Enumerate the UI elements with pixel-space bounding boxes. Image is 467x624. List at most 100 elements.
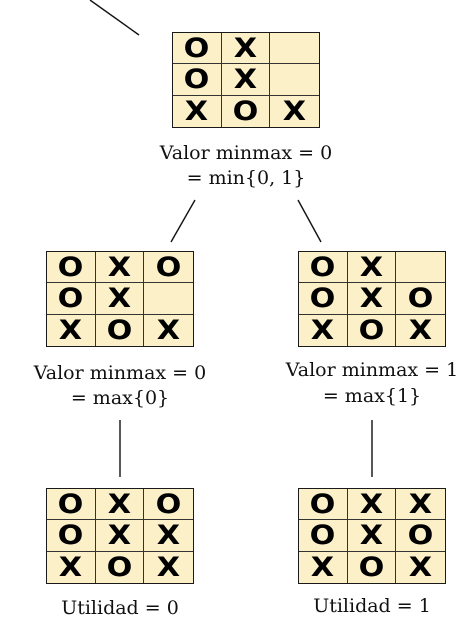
board-cell: O: [299, 282, 348, 315]
edge-root-to-right: [297, 199, 322, 243]
left-leaf-label: Utilidad = 0: [61, 597, 179, 619]
board-cell: X: [47, 551, 96, 583]
board-cell: O: [299, 488, 348, 521]
root-label-value: Valor minmax = 0: [159, 142, 333, 164]
right-leaf-label: Utilidad = 1: [313, 595, 431, 617]
o-mark: O: [106, 314, 133, 346]
board-cell: X: [270, 96, 319, 127]
board-cell: X: [47, 314, 96, 346]
board-cell: X: [95, 282, 145, 315]
o-mark: O: [57, 488, 84, 520]
o-mark: O: [155, 488, 182, 520]
root-label-formula: = min{0, 1}: [186, 167, 306, 189]
board-cell: [144, 283, 193, 315]
board-cell: O: [47, 251, 96, 284]
o-mark: O: [309, 251, 336, 283]
o-mark: O: [407, 282, 434, 314]
x-mark: X: [409, 551, 433, 583]
board-cell: X: [299, 314, 348, 346]
board-cell: X: [347, 251, 397, 284]
board-cell: X: [347, 519, 397, 552]
board-cell: X: [144, 552, 193, 583]
board-cell: X: [144, 520, 193, 552]
left-child-label-formula: = max{0}: [70, 387, 170, 409]
board-cell: O: [348, 314, 397, 346]
x-mark: X: [409, 314, 433, 346]
board-cell: [270, 33, 319, 65]
board-cell: O: [173, 33, 222, 65]
x-mark: X: [311, 314, 335, 346]
o-mark: O: [57, 282, 84, 314]
board-cell: X: [173, 95, 222, 127]
x-mark: X: [409, 488, 433, 520]
x-mark: X: [311, 551, 335, 583]
board-cell: X: [299, 551, 348, 583]
o-mark: O: [309, 488, 336, 520]
board-cell: O: [96, 551, 145, 583]
board-cell: X: [95, 251, 145, 284]
o-mark: O: [106, 551, 133, 583]
edge-from-parent: [89, 0, 140, 36]
x-mark: X: [359, 488, 384, 520]
o-mark: O: [232, 95, 259, 127]
o-mark: O: [309, 282, 336, 314]
o-mark: O: [358, 314, 385, 346]
o-mark: O: [358, 551, 385, 583]
x-mark: X: [359, 282, 384, 314]
board-cell: X: [144, 315, 193, 346]
x-mark: X: [107, 519, 132, 551]
x-mark: X: [107, 282, 132, 314]
board-cell: X: [347, 488, 397, 521]
x-mark: X: [233, 32, 258, 64]
board-cell: O: [47, 282, 96, 315]
board-cell: X: [396, 315, 445, 346]
board-cell: X: [221, 32, 271, 65]
board-cell: O: [144, 251, 193, 284]
x-mark: X: [185, 95, 209, 127]
board-cell: X: [95, 488, 145, 521]
o-mark: O: [407, 519, 434, 551]
x-mark: X: [233, 63, 258, 95]
o-mark: O: [183, 63, 210, 95]
x-mark: X: [157, 314, 181, 346]
x-mark: X: [359, 519, 384, 551]
edge-root-to-left: [170, 199, 196, 243]
x-mark: X: [59, 314, 83, 346]
right-child-label-value: Valor minmax = 1: [285, 359, 459, 381]
board-cell: O: [47, 519, 96, 552]
board-cell: O: [299, 251, 348, 284]
board-cell: X: [221, 63, 271, 96]
right-child-label-formula: = max{1}: [322, 385, 422, 407]
left-child-label-value: Valor minmax = 0: [33, 362, 207, 384]
board-cell: O: [47, 488, 96, 521]
o-mark: O: [57, 251, 84, 283]
board-cell: O: [144, 488, 193, 521]
board-cell: O: [348, 551, 397, 583]
x-mark: X: [283, 95, 307, 127]
board-cell: X: [95, 519, 145, 552]
board-cell: [396, 252, 445, 284]
board-cell: O: [299, 519, 348, 552]
board-cell: X: [347, 282, 397, 315]
board-cell: O: [396, 519, 445, 552]
board-cell: [270, 64, 319, 96]
board-cell: O: [96, 314, 145, 346]
x-mark: X: [107, 488, 132, 520]
x-mark: X: [107, 251, 132, 283]
x-mark: X: [359, 251, 384, 283]
x-mark: X: [59, 551, 83, 583]
board-cell: O: [173, 63, 222, 96]
board-cell: O: [222, 95, 271, 127]
board-cell: X: [396, 552, 445, 583]
o-mark: O: [57, 519, 84, 551]
board-cell: O: [396, 282, 445, 315]
o-mark: O: [155, 251, 182, 283]
o-mark: O: [309, 519, 336, 551]
x-mark: X: [157, 551, 181, 583]
